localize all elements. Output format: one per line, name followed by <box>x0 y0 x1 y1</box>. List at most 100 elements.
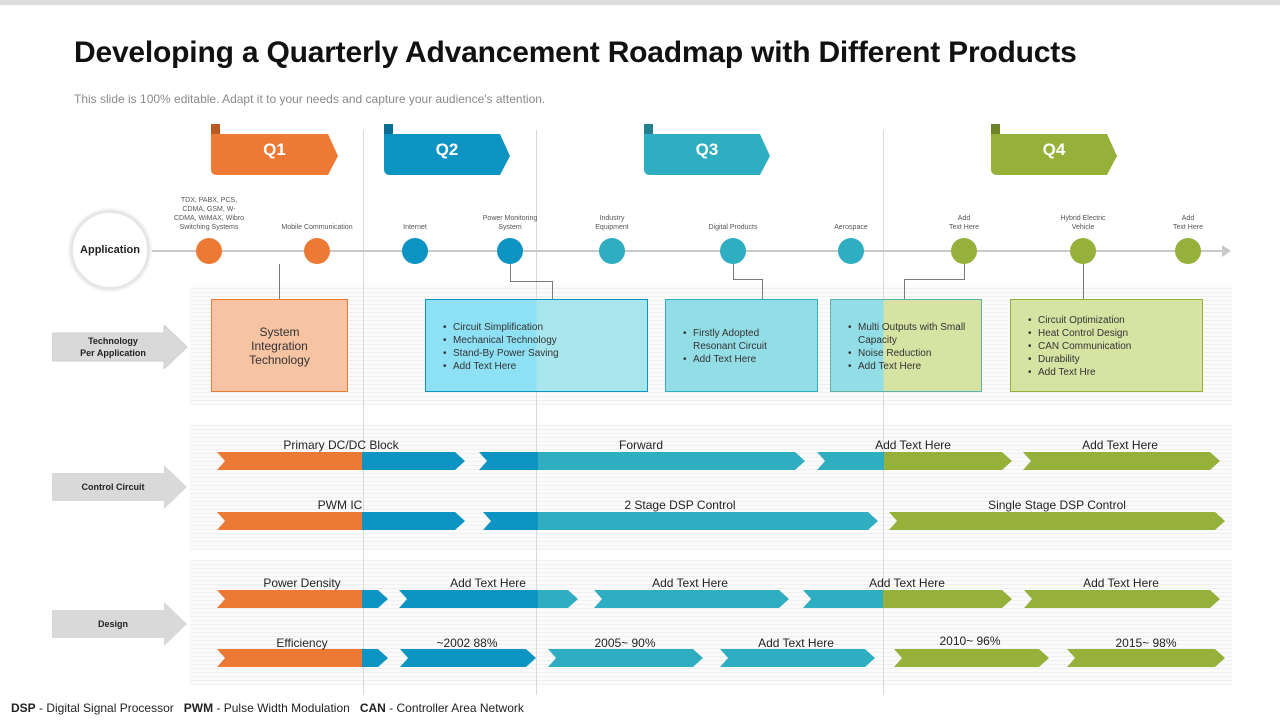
connector-2a <box>510 264 511 282</box>
tech-box-5-item: Add Text Hre <box>1028 366 1196 379</box>
timeline-point-label-1: TDX, PABX, PCS, CDMA, GSM, W- CDMA, WiMA… <box>174 197 244 231</box>
timeline-point-1 <box>196 238 222 264</box>
design-label-2: Add Text Here <box>450 576 526 590</box>
quarter-label-q3: Q3 <box>695 140 719 159</box>
row-label-design: Design <box>52 602 187 646</box>
timeline-point-10 <box>1175 238 1201 264</box>
connector-3c <box>733 279 763 280</box>
control-arrow-4 <box>1023 452 1220 470</box>
q3-q4-divider <box>883 130 884 695</box>
tech-box-2-list: Circuit SimplificationMechanical Technol… <box>426 321 647 373</box>
design-arrow-5 <box>1024 590 1220 608</box>
quarter-tab-q4: Q4 <box>991 124 1117 175</box>
design-arrow-6 <box>217 649 388 667</box>
tech-box-4-item: Multi Outputs with Small Capacity <box>848 321 975 347</box>
row-label-technology: Technology Per Application <box>52 325 187 369</box>
legend-abbr-dsp: DSP <box>11 701 36 715</box>
design-arrow-7 <box>400 649 536 667</box>
control-label-2: Forward <box>618 438 664 452</box>
tech-box-3-item: Add Text Here <box>683 353 811 366</box>
control-label-3: Add Text Here <box>875 438 951 452</box>
tech-box-5-list: Circuit OptimizationHeat Control DesignC… <box>1011 314 1202 379</box>
connector-3a <box>733 264 734 280</box>
timeline-point-label-3: Internet <box>403 224 427 231</box>
tech-box-2-item: Circuit Simplification <box>443 321 641 334</box>
design-label-3: Add Text Here <box>652 576 728 590</box>
control-arrow-6 <box>483 512 878 530</box>
tech-box-4-list: Multi Outputs with Small CapacityNoise R… <box>831 321 981 373</box>
tech-box-4-item: Noise Reduction <box>848 347 975 360</box>
legend-text-pwm: - Pulse Width Modulation <box>213 701 350 715</box>
quarter-tab-q2: Q2 <box>384 124 510 175</box>
timeline-point-label-8: Add Text Here <box>949 215 979 231</box>
control-label-6: 2 Stage DSP Control <box>624 498 736 512</box>
design-arrow-11 <box>1067 649 1225 667</box>
tech-box-5-item: Durability <box>1028 353 1196 366</box>
control-label-5: PWM IC <box>317 498 363 512</box>
quarter-label-q2: Q2 <box>435 140 459 159</box>
tech-box-5-item: CAN Communication <box>1028 340 1196 353</box>
control-label-4: Add Text Here <box>1082 438 1158 452</box>
design-label-1: Power Density <box>263 576 341 590</box>
design-arrow-1 <box>217 590 388 608</box>
tech-box-5-item: Heat Control Design <box>1028 327 1196 340</box>
slide-title: Developing a Quarterly Advancement Roadm… <box>74 36 1077 69</box>
design-label-11: 2015~ 98% <box>1115 636 1177 650</box>
timeline-point-9 <box>1070 238 1096 264</box>
design-arrow-4 <box>803 590 1012 608</box>
tech-box-4: Multi Outputs with Small CapacityNoise R… <box>830 299 982 392</box>
timeline-point-4 <box>497 238 523 264</box>
timeline-arrowhead <box>1222 245 1231 257</box>
connector-5 <box>1083 264 1084 299</box>
tech-box-2-item: Stand-By Power Saving <box>443 347 641 360</box>
timeline-point-6 <box>720 238 746 264</box>
design-label-8: 2005~ 90% <box>594 636 656 650</box>
legend-abbr-pwm: PWM <box>183 701 214 715</box>
tech-box-2: Circuit SimplificationMechanical Technol… <box>425 299 648 392</box>
row-label-technology-text: Technology Per Application <box>80 336 146 358</box>
quarter-label-q4: Q4 <box>1042 140 1066 159</box>
connector-4a <box>964 264 965 280</box>
design-arrow-2 <box>399 590 578 608</box>
design-arrow-9 <box>720 649 875 667</box>
row-label-control: Control Circuit <box>52 465 187 509</box>
design-arrow-3 <box>594 590 789 608</box>
q1-q2-divider <box>363 130 364 695</box>
timeline-point-label-7: Aerospace <box>834 224 868 231</box>
row-label-control-text: Control Circuit <box>81 482 145 492</box>
timeline-point-8 <box>951 238 977 264</box>
tech-box-3-list: Firstly Adopted Resonant CircuitAdd Text… <box>666 327 817 366</box>
application-label: Application <box>80 244 140 256</box>
design-label-9: Add Text Here <box>758 636 834 650</box>
connector-2d <box>510 281 553 282</box>
design-label-6: Efficiency <box>276 636 328 650</box>
tech-box-5: Circuit OptimizationHeat Control DesignC… <box>1010 299 1203 392</box>
timeline-point-3 <box>402 238 428 264</box>
connector-2c <box>552 281 553 299</box>
control-label-1: Primary DC/DC Block <box>283 438 399 452</box>
connector-4c <box>904 279 905 299</box>
legend-text-dsp: - Digital Signal Processor <box>35 701 174 715</box>
connector-3b <box>762 279 763 299</box>
connector-1 <box>279 264 280 299</box>
quarter-tab-q3: Q3 <box>644 124 770 175</box>
design-arrow-8 <box>548 649 703 667</box>
control-arrow-2 <box>479 452 805 470</box>
timeline-point-7 <box>838 238 864 264</box>
quarter-label-q1: Q1 <box>263 140 286 159</box>
timeline-point-label-5: Industry Equipment <box>595 215 629 231</box>
control-label-7: Single Stage DSP Control <box>988 498 1126 512</box>
connector-4b <box>904 279 965 280</box>
legend-abbr-can: CAN <box>359 701 386 715</box>
timeline-axis <box>150 250 1224 252</box>
timeline-point-label-2: Mobile Communication <box>281 224 353 231</box>
tech-box-4-item: Add Text Here <box>848 360 975 373</box>
timeline-point-label-6: Digital Products <box>708 224 758 231</box>
control-arrow-1 <box>217 452 465 470</box>
control-arrow-3 <box>817 452 1012 470</box>
tech-box-3-item: Firstly Adopted Resonant Circuit <box>683 327 811 353</box>
row-label-design-text: Design <box>97 619 128 629</box>
timeline-point-label-4: Power Monitoring System <box>482 215 538 231</box>
q2-q3-divider <box>536 130 537 695</box>
timeline-point-label-9: Hybrid Electric Vehicle <box>1060 215 1106 231</box>
